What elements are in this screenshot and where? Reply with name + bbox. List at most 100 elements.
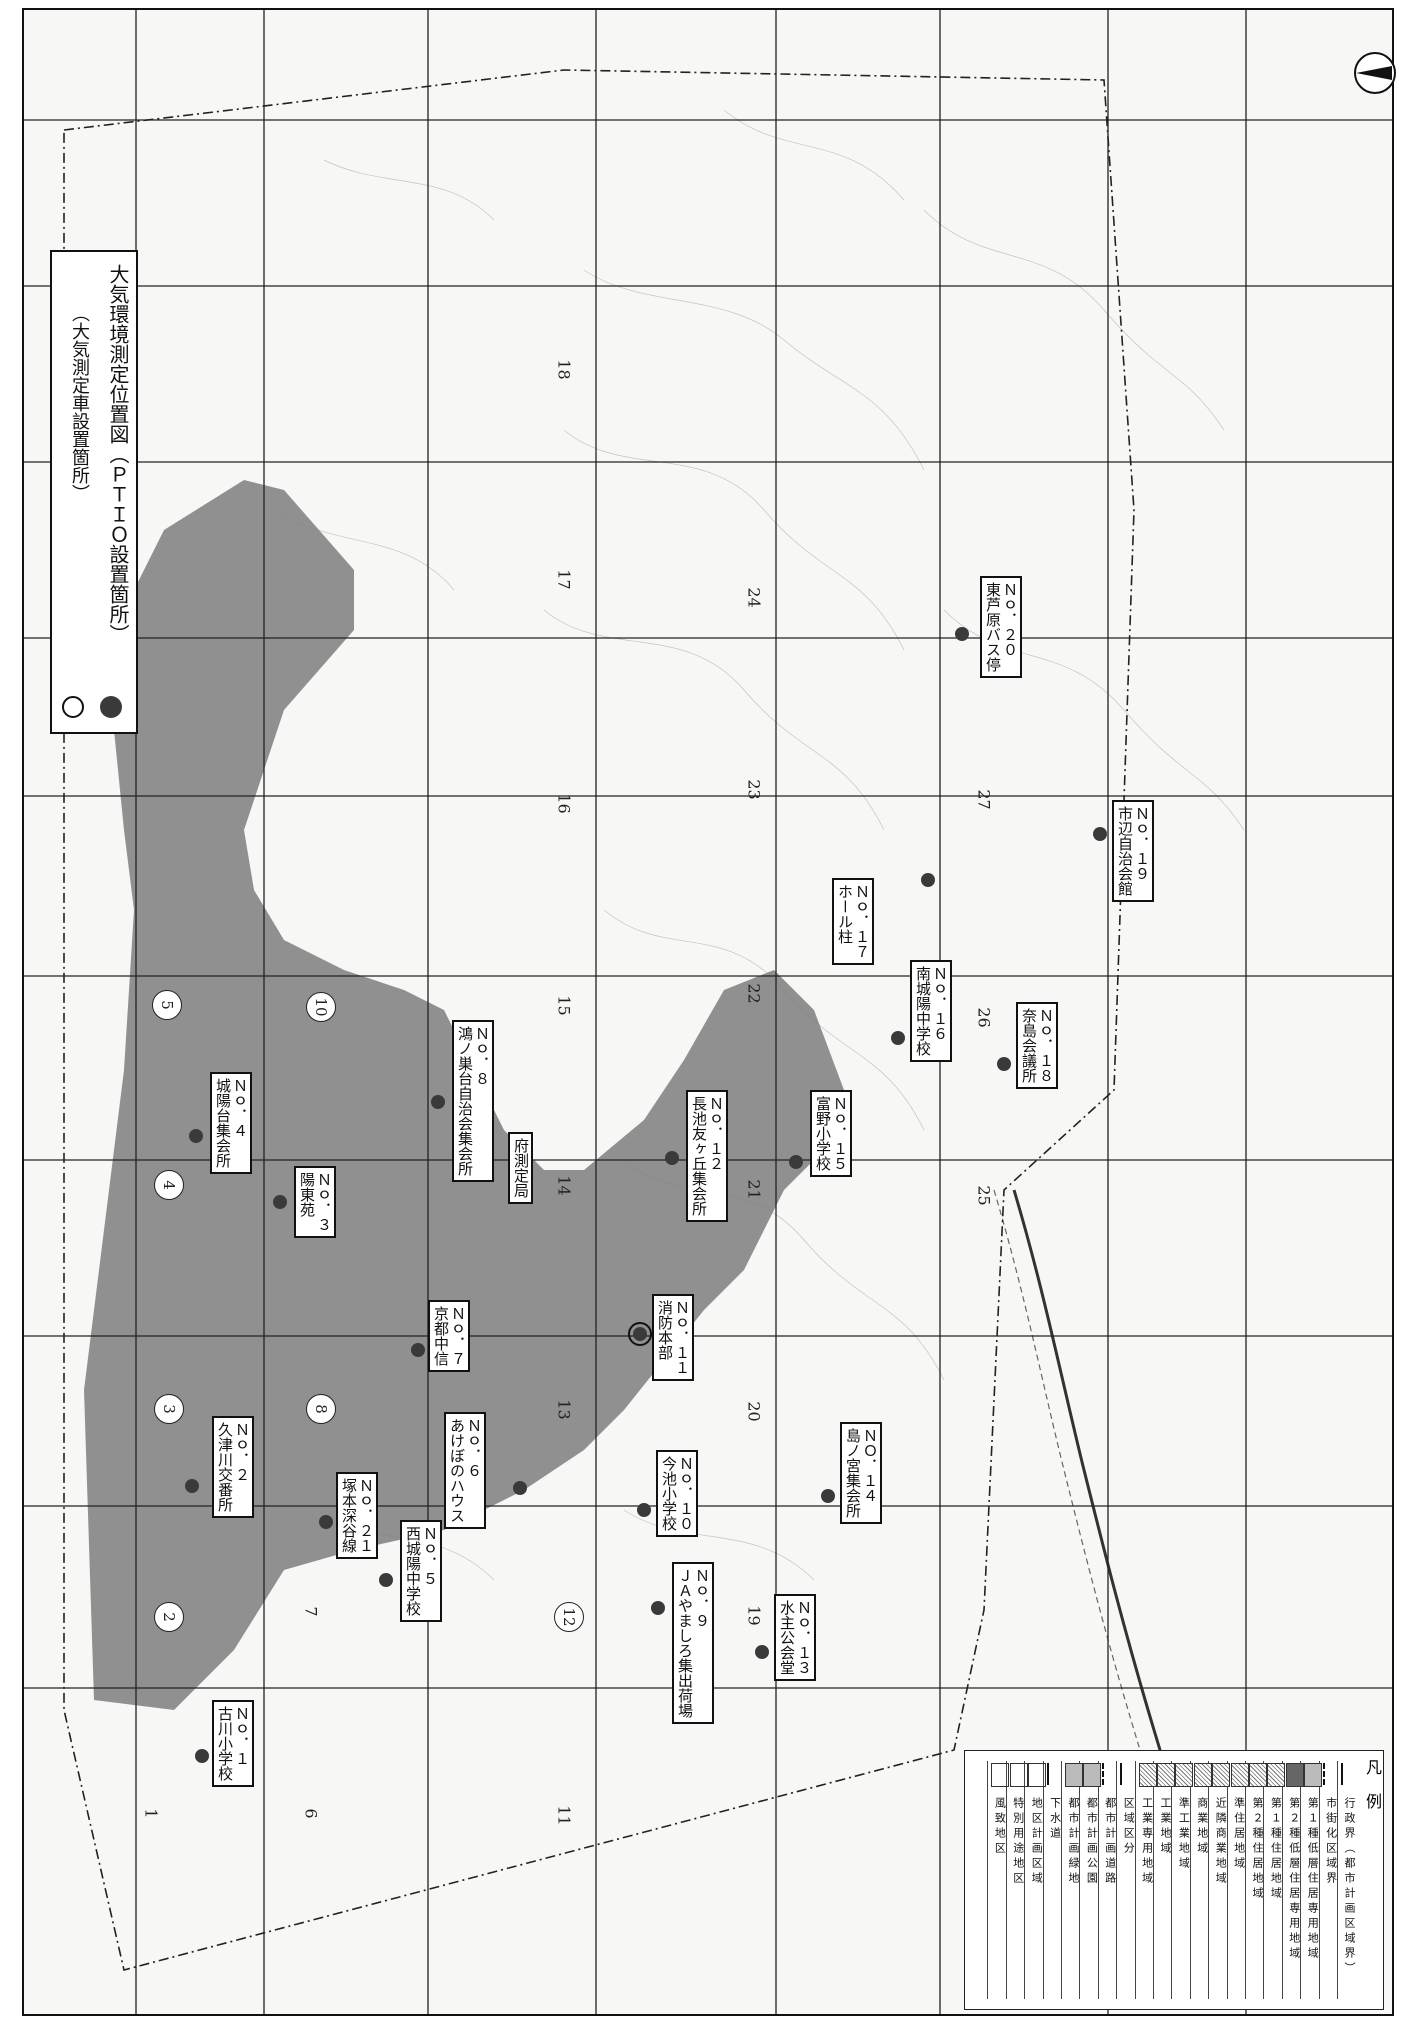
grid-number: 15 [554, 995, 574, 1016]
ptio-station-dot [1093, 827, 1107, 841]
station-number: ＮＯ．１４ [861, 1428, 879, 1503]
station-name: 古川小学校 [216, 1706, 234, 1781]
legend-text: 商業地域 [1195, 1797, 1209, 1857]
legend-row: 下水道 [1042, 1761, 1067, 1999]
ptio-station-dot [411, 1343, 425, 1357]
station-name: 今池小学校 [660, 1456, 678, 1531]
grid-number: 8 [306, 1394, 336, 1424]
station-name: 府測定局 [512, 1138, 530, 1198]
ptio-station-dot [379, 1573, 393, 1587]
station-number: Ｎｏ．１９ [1133, 806, 1151, 881]
station-name: 西城陽中学校 [404, 1526, 422, 1616]
grid-number: 3 [154, 1394, 184, 1424]
grid-number: 2 [154, 1602, 184, 1632]
ptio-station-dot [921, 873, 935, 887]
station-number: Ｎｏ．５ [421, 1526, 439, 1586]
north-arrow-icon [1354, 52, 1396, 94]
legend-row: 風致地区 [987, 1761, 1011, 1999]
legend-text: 地区計画区域 [1030, 1797, 1044, 1887]
station-number: Ｎｏ．１３ [795, 1600, 813, 1675]
grid-number: 11 [554, 1805, 574, 1826]
legend-row: 第２種住居地域 [1245, 1761, 1269, 1999]
legend-text: 市街化区域界 [1324, 1797, 1338, 1887]
legend-swatch [1341, 1763, 1359, 1785]
legend-swatch [1230, 1763, 1249, 1787]
ptio-station-dot [821, 1489, 835, 1503]
ptio-station-dot [997, 1057, 1011, 1071]
legend-row: 第２種低層住居専用地域 [1281, 1761, 1306, 1999]
legend: 凡例 行政界（都市計画区域界）市街化区域界第１種低層住居専用地域第２種低層住居専… [964, 1750, 1384, 2010]
station-name: 南城陽中学校 [914, 966, 932, 1056]
station-name: 市辺自治会館 [1116, 806, 1134, 896]
grid-number: 1 [141, 1808, 161, 1819]
legend-text: 都市計画道路 [1103, 1797, 1117, 1887]
station-name: 長池友ヶ丘集会所 [690, 1096, 708, 1216]
ptio-station-dot [633, 1327, 647, 1341]
legend-text: 風致地区 [993, 1797, 1007, 1857]
station-name: 塚本深谷線 [340, 1478, 358, 1553]
ptio-station-dot [273, 1195, 287, 1209]
legend-swatch [1138, 1763, 1157, 1787]
vehicle-station-ring [628, 1322, 652, 1346]
legend-text: 都市計画緑地 [1067, 1797, 1080, 1887]
legend-row: 区域区分 [1116, 1761, 1140, 1999]
grid-number: 12 [554, 1602, 584, 1632]
station-name: 陽東苑 [298, 1172, 316, 1217]
legend-swatch [1249, 1763, 1267, 1787]
station-number: Ｎｏ．７ [449, 1306, 467, 1366]
legend-text: 都市計画公園 [1085, 1797, 1099, 1887]
legend-swatch [1120, 1763, 1138, 1785]
ptio-station-dot [513, 1481, 527, 1495]
legend-swatch [1193, 1763, 1212, 1787]
ptio-station-dot [651, 1601, 665, 1615]
legend-swatch [991, 1763, 1010, 1787]
station-name: 奈島会議所 [1020, 1008, 1038, 1083]
grid-number: 23 [744, 779, 764, 800]
legend-swatch [1065, 1763, 1083, 1787]
station-number: Ｎｏ．８ [473, 1026, 491, 1086]
legend-text: 第１種住居地域 [1269, 1797, 1283, 1902]
station-name: あけぼのハウス [448, 1418, 466, 1523]
station-name: 久津川交番所 [216, 1422, 234, 1512]
station-name: 城陽台集会所 [214, 1078, 232, 1168]
legend-text: 工業専用地域 [1140, 1797, 1154, 1887]
station-label: 府測定局 [508, 1132, 533, 1204]
station-number: Ｎｏ．１０ [677, 1456, 695, 1531]
legend-row: 地区計画区域 [1024, 1761, 1048, 1999]
grid-number: 10 [306, 992, 336, 1022]
ptio-station-dot [319, 1515, 333, 1529]
legend-row: 工業地域 [1153, 1761, 1177, 1999]
station-number: Ｎｏ．２１ [357, 1478, 375, 1553]
legend-row: 行政界（都市計画区域界） [1337, 1761, 1361, 1999]
station-name: 富野小学校 [814, 1096, 832, 1171]
station-name: 島ノ宮集会所 [844, 1428, 862, 1518]
ptio-station-dot [431, 1095, 445, 1109]
ptio-station-dot [665, 1151, 679, 1165]
legend-swatch [1304, 1763, 1323, 1787]
title-box: 大気環境測定位置図（ＰＴＩＯ設置箇所） （大気測定車設置箇所） [50, 250, 138, 734]
station-number: Ｎｏ．９ [693, 1568, 711, 1628]
station-name: ＪＡやましろ集出荷場 [676, 1568, 694, 1718]
legend-row: 都市計画公園 [1079, 1761, 1103, 1999]
legend-text: 第２種住居地域 [1251, 1797, 1264, 1902]
legend-row: 第１種住居地域 [1263, 1761, 1287, 1999]
legend-text: 準住居地域 [1232, 1797, 1246, 1872]
legend-swatch [1267, 1763, 1286, 1787]
city-boundary [63, 69, 1135, 1971]
station-name: 消防本部 [656, 1300, 674, 1360]
legend-row: 準工業地域 [1171, 1761, 1195, 1999]
legend-row: 準住居地域 [1226, 1761, 1251, 1999]
legend-text: 特別用途地区 [1011, 1797, 1025, 1887]
station-number: Ｎｏ．２０ [1001, 582, 1019, 657]
legend-row: 第１種低層住居専用地域 [1300, 1761, 1324, 1999]
ptio-station-dot [891, 1031, 905, 1045]
